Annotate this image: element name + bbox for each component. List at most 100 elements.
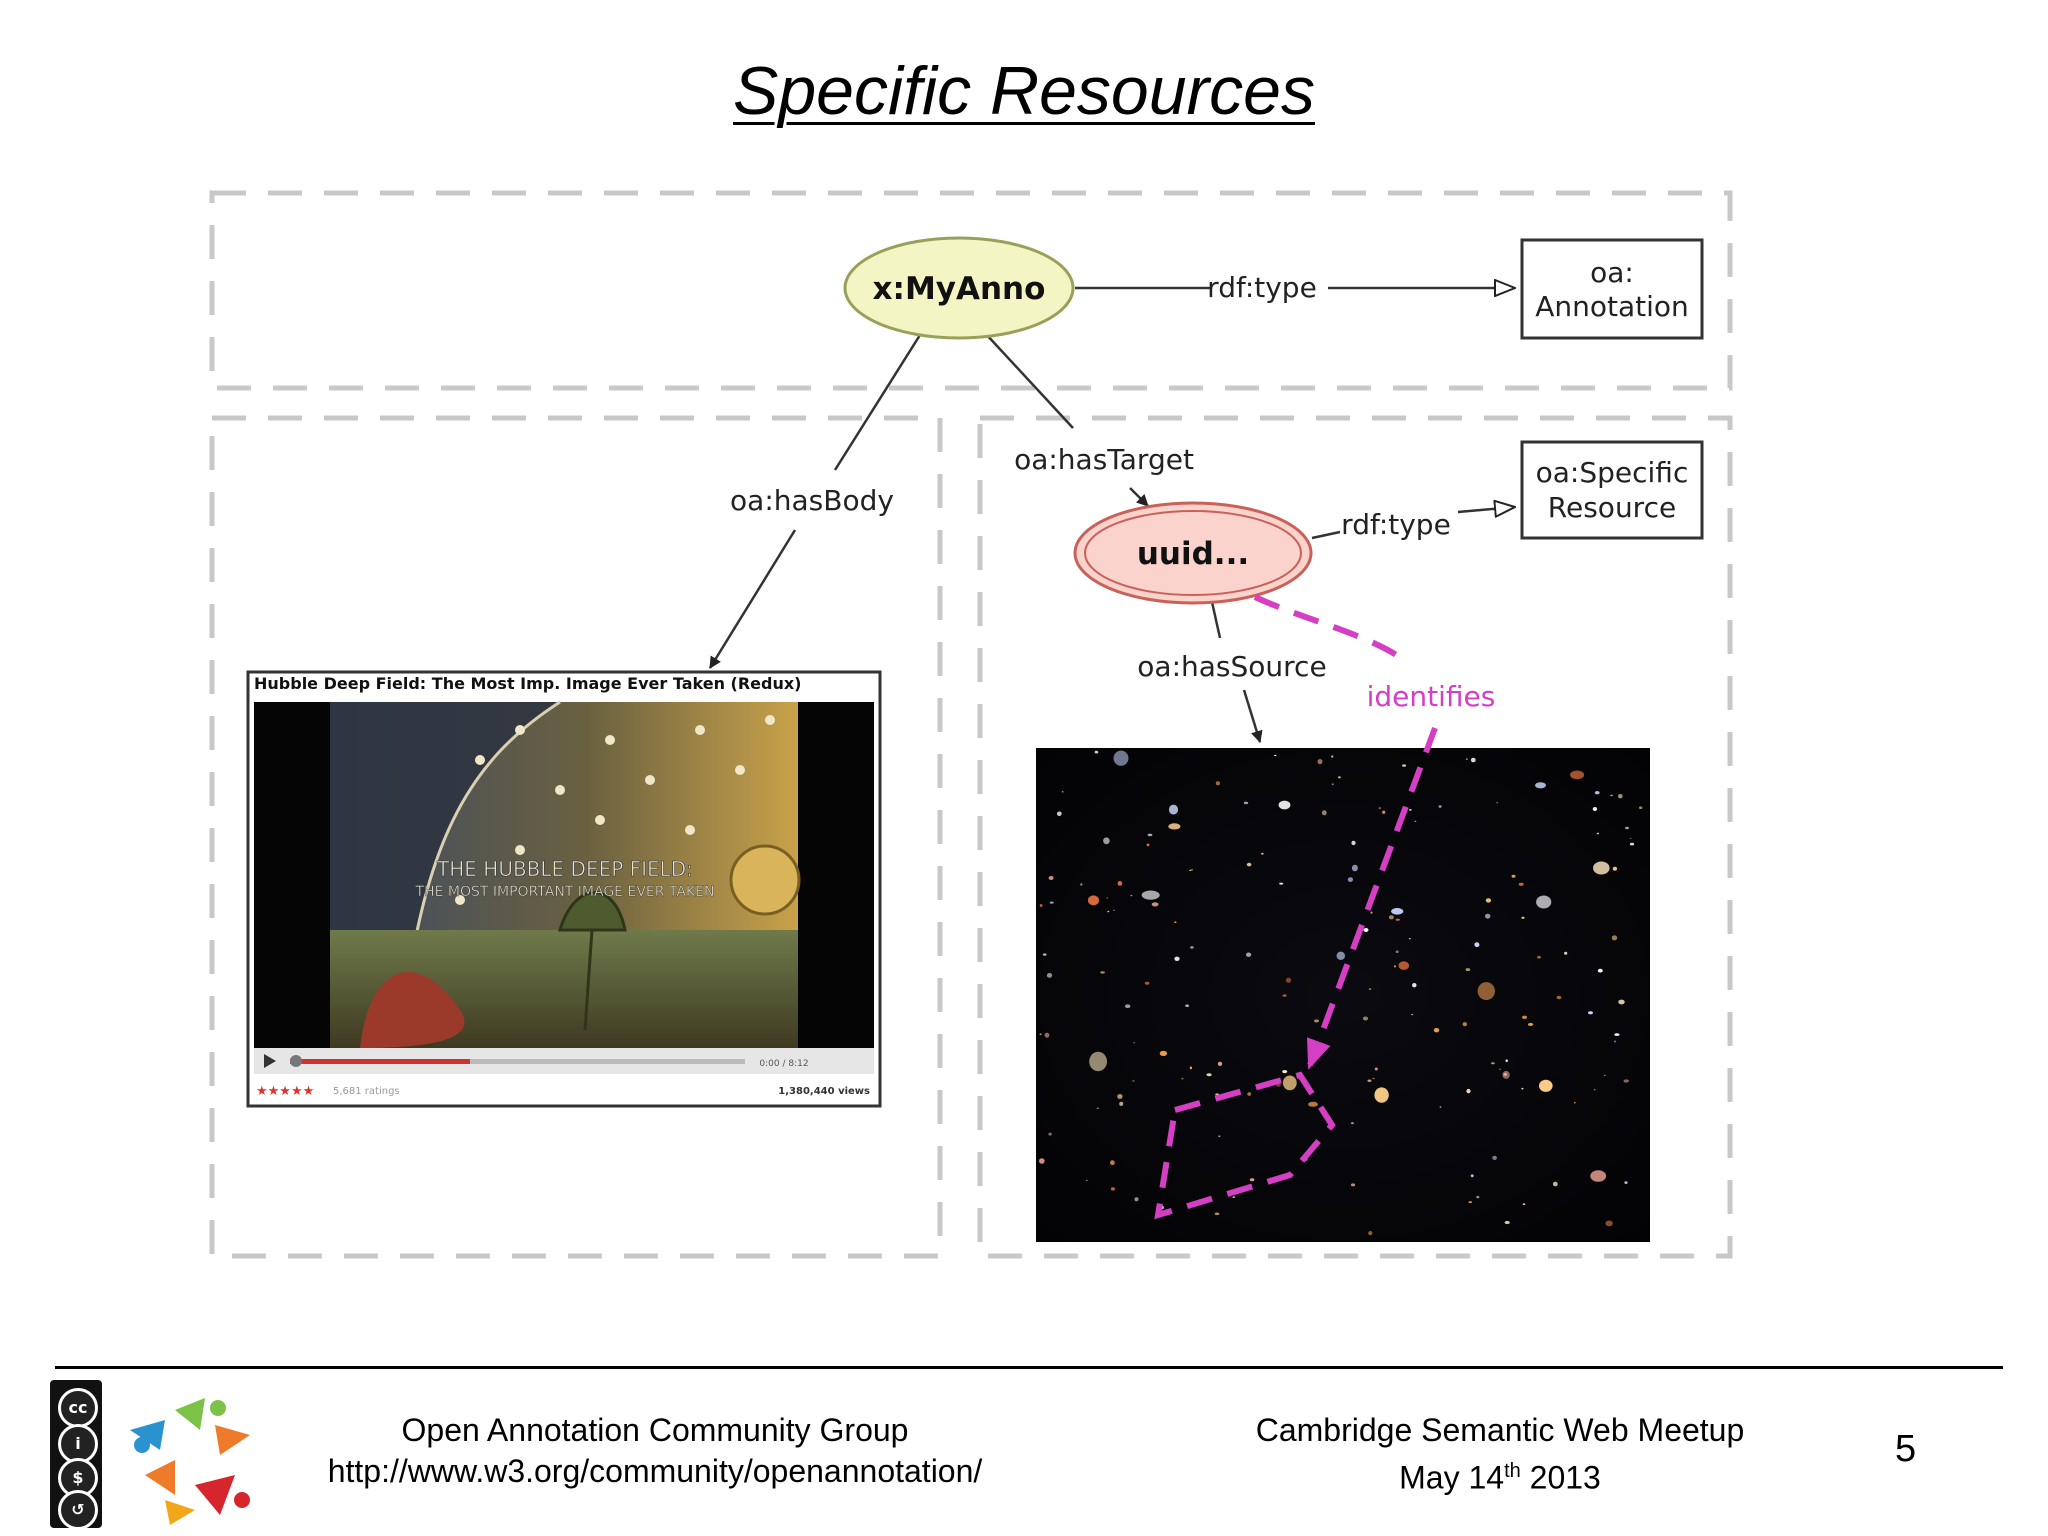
galaxy-dot <box>1046 973 1053 978</box>
galaxy-dot <box>1278 800 1291 810</box>
galaxy-dot <box>1106 897 1109 899</box>
galaxy-dot <box>1206 1073 1212 1077</box>
annotation-diagram: oa: Annotation oa:Specific Resource x:My… <box>209 190 1733 1259</box>
galaxy-dot <box>1433 1028 1440 1033</box>
specific-resource-class-box: oa:Specific Resource <box>1520 440 1704 540</box>
play-icon <box>264 1054 276 1068</box>
footer-left: Open Annotation Community Group http://w… <box>290 1410 1020 1492</box>
by-icon: i <box>58 1424 98 1464</box>
galaxy-dot <box>1282 994 1287 997</box>
galaxy-dot <box>1336 951 1346 960</box>
galaxy-dot <box>1218 1135 1221 1137</box>
galaxy-dot <box>1570 770 1585 780</box>
galaxy-dot <box>1597 968 1603 973</box>
galaxy-dot <box>1521 1015 1528 1019</box>
galaxy-dot <box>1573 1102 1576 1104</box>
galaxy-dot <box>1395 918 1400 921</box>
video-time: 0:00 / 8:12 <box>759 1059 808 1069</box>
galaxy-dot <box>1625 826 1629 830</box>
galaxy-dot <box>1061 791 1064 793</box>
annotation-class-label-2: Annotation <box>1535 290 1689 323</box>
galaxy-dot <box>1610 794 1613 797</box>
galaxy-dot <box>1249 1178 1255 1182</box>
galaxy-dot <box>1308 1101 1318 1107</box>
galaxy-dot <box>1214 1212 1220 1216</box>
galaxy-dot <box>1215 781 1220 786</box>
galaxy-dot <box>1409 808 1412 811</box>
galaxy-dot <box>1388 915 1394 920</box>
galaxy-dot <box>1374 1067 1378 1071</box>
edge-target-type-arrow <box>1457 507 1515 512</box>
galaxy-dot <box>1134 1197 1139 1202</box>
annotation-class-label-1: oa: <box>1590 256 1634 289</box>
edge-has-source-lower <box>1242 689 1263 743</box>
galaxy-dot <box>1367 1079 1372 1082</box>
footer-right: Cambridge Semantic Web Meetup May 14th 2… <box>1200 1410 1800 1499</box>
galaxy-dot <box>1552 1181 1558 1187</box>
galaxy-dot <box>1119 1101 1124 1106</box>
galaxy-dot <box>1593 861 1610 875</box>
galaxy-dot <box>1462 1022 1468 1027</box>
galaxy-dot <box>1564 951 1568 955</box>
galaxy-dot <box>1159 1050 1168 1056</box>
galaxy-dot <box>1185 1004 1189 1007</box>
galaxy-dot <box>1368 988 1372 990</box>
galaxy-dot <box>1107 910 1110 913</box>
galaxy-dot <box>1382 810 1386 814</box>
footer-divider <box>55 1366 2003 1369</box>
galaxy-dot <box>1168 804 1179 815</box>
galaxy-dot <box>1331 755 1334 758</box>
galaxy-dot <box>1351 840 1356 846</box>
galaxy-dot <box>1039 904 1043 907</box>
video-ratings: 5,681 ratings <box>333 1086 400 1097</box>
sa-icon: ↺ <box>58 1490 98 1530</box>
edge-has-target-lower <box>1129 487 1149 507</box>
galaxy-dot <box>1039 1033 1042 1036</box>
galaxy-dot <box>1350 1122 1354 1125</box>
galaxy-dot <box>1125 1004 1131 1008</box>
galaxy-dot <box>1477 982 1496 1001</box>
galaxy-dot <box>1612 866 1618 871</box>
galaxy-dot <box>1590 1170 1607 1182</box>
galaxy-dot <box>1470 757 1476 763</box>
specific-resource-class-label-1: oa:Specific <box>1536 456 1689 489</box>
galaxy-dot <box>1282 1075 1297 1091</box>
target-node-label: uuid... <box>1137 536 1249 572</box>
galaxy-dot <box>1190 946 1194 949</box>
galaxy-dot <box>1117 881 1123 886</box>
galaxy-dot <box>1614 1033 1620 1036</box>
galaxy-dot <box>1372 1077 1375 1080</box>
galaxy-dot <box>1144 981 1150 985</box>
edge-has-body-lower <box>708 529 797 669</box>
galaxy-dot <box>1247 1092 1252 1096</box>
dashed-region-body <box>209 415 943 1259</box>
identifies-annotation <box>1154 594 1438 1220</box>
galaxy-dot <box>1042 953 1047 956</box>
footer-group-url[interactable]: http://www.w3.org/community/openannotati… <box>327 1453 983 1489</box>
galaxy-dot <box>1089 1051 1107 1072</box>
edge-target-type-left <box>1311 530 1341 540</box>
galaxy-dot <box>1113 750 1129 766</box>
galaxy-dot <box>1362 1016 1369 1021</box>
galaxy-dot <box>1370 911 1373 914</box>
galaxy-dot <box>1522 1203 1526 1206</box>
galaxy-dot <box>1613 1040 1617 1043</box>
galaxy-dot <box>1049 901 1054 904</box>
galaxy-dot <box>1232 1196 1235 1198</box>
footer-event-date: May 14th 2013 <box>1200 1451 1800 1499</box>
galaxy-dot <box>1491 1062 1495 1065</box>
galaxy-dot <box>1085 1179 1088 1181</box>
galaxy-dot <box>1363 928 1369 932</box>
galaxy-dot <box>1439 1106 1442 1108</box>
galaxy-dot <box>1130 895 1133 897</box>
edge-has-target-upper <box>984 332 1074 429</box>
galaxy-dot <box>1485 913 1491 919</box>
specific-resource-class-label-2: Resource <box>1548 491 1676 524</box>
galaxy-dot <box>1110 1160 1115 1166</box>
galaxy-dot <box>1276 1083 1281 1087</box>
annotation-node: x:MyAnno <box>843 236 1075 340</box>
slide-title: Specific Resources <box>732 53 1316 129</box>
galaxy-dot <box>1465 968 1471 972</box>
galaxy-dot <box>1468 1201 1473 1204</box>
galaxy-dot <box>1113 909 1115 911</box>
